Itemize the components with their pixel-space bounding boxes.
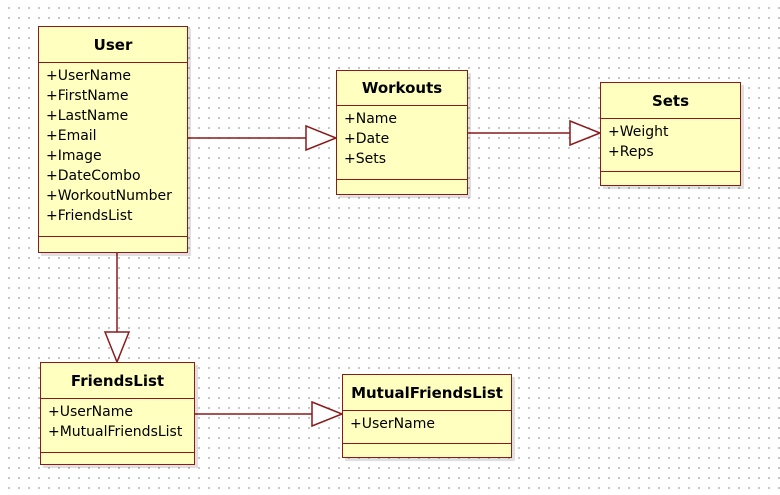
attribute: +FriendsList <box>46 208 133 224</box>
class-user-name: User <box>39 27 187 63</box>
attribute: +Date <box>344 131 390 147</box>
attribute: +LastName <box>46 108 129 124</box>
class-workouts[interactable]: Workouts +Name +Date +Sets <box>336 70 468 195</box>
class-friendslist-name: FriendsList <box>41 363 194 399</box>
edge-user-friendslist[interactable] <box>103 253 131 365</box>
class-workouts-attributes: +Name +Date +Sets <box>337 106 467 180</box>
class-workouts-name: Workouts <box>337 71 467 106</box>
attribute: +DateCombo <box>46 168 141 184</box>
class-user-attributes: +UserName +FirstName +LastName +Email +I… <box>39 63 187 237</box>
edge-friendslist-mutualfriendslist[interactable] <box>195 400 345 428</box>
edge-user-workouts[interactable] <box>188 124 339 152</box>
attribute: +Weight <box>608 124 669 140</box>
attribute: +MutualFriendsList <box>48 424 183 440</box>
attribute: +UserName <box>48 404 133 420</box>
attribute: +Image <box>46 148 102 164</box>
class-sets[interactable]: Sets +Weight +Reps <box>600 82 741 186</box>
class-friendslist[interactable]: FriendsList +UserName +MutualFriendsList <box>40 362 195 465</box>
attribute: +UserName <box>46 68 131 84</box>
edge-workouts-sets[interactable] <box>468 119 603 147</box>
attribute: +Reps <box>608 144 654 160</box>
attribute: +Email <box>46 128 97 144</box>
attribute: +UserName <box>350 416 435 432</box>
class-sets-name: Sets <box>601 83 740 119</box>
class-friendslist-attributes: +UserName +MutualFriendsList <box>41 399 194 453</box>
attribute: +WorkoutNumber <box>46 188 172 204</box>
class-user[interactable]: User +UserName +FirstName +LastName +Ema… <box>38 26 188 253</box>
class-sets-attributes: +Weight +Reps <box>601 119 740 172</box>
attribute: +FirstName <box>46 88 129 104</box>
attribute: +Name <box>344 111 398 127</box>
class-mutualfriendslist[interactable]: MutualFriendsList +UserName <box>342 374 512 458</box>
attribute: +Sets <box>344 151 387 167</box>
class-mutualfriendslist-attributes: +UserName <box>343 411 511 444</box>
class-mutualfriendslist-name: MutualFriendsList <box>343 375 511 411</box>
